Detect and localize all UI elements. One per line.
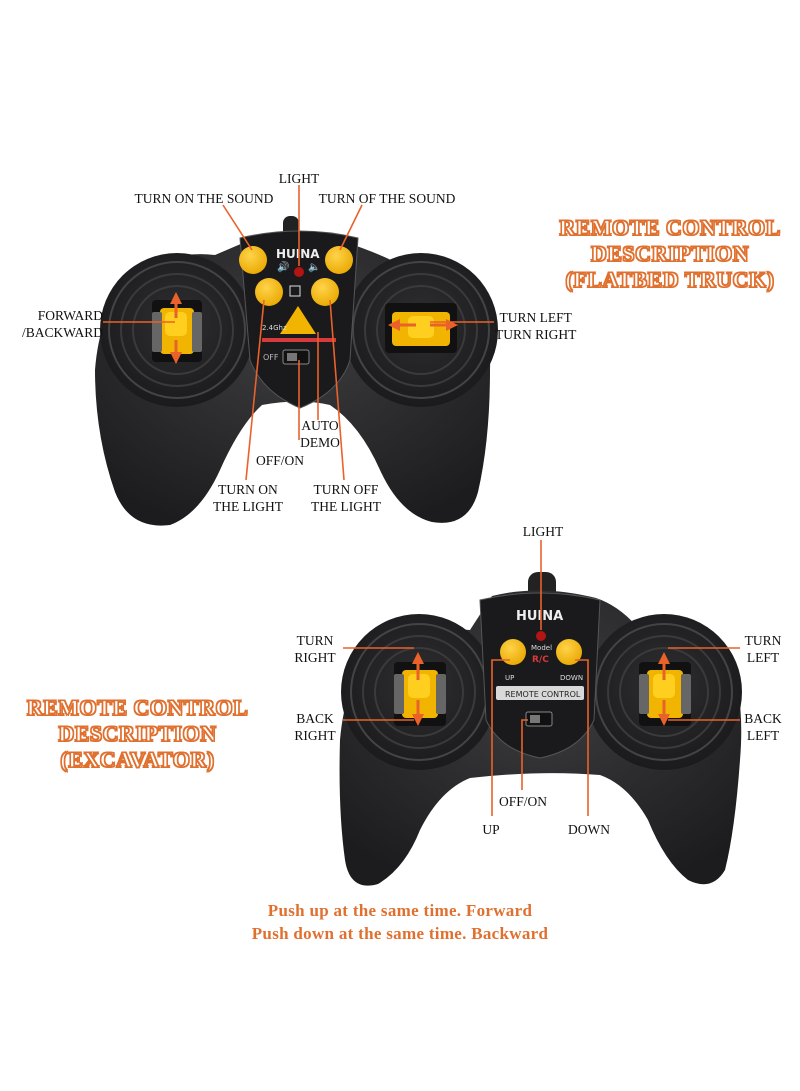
label-up: UP (482, 822, 500, 837)
label-back-right-1: BACK (296, 711, 334, 726)
label-back-left-1: BACK (744, 711, 782, 726)
right-joystick-pad (586, 614, 742, 770)
light-indicator (536, 631, 546, 641)
label-turn-left: TURN LEFT (499, 310, 572, 325)
label-turn-off-sound: TURN OF THE SOUND (318, 191, 456, 206)
label-back-left-2: LEFT (746, 728, 780, 743)
label-forward: FORWARD (37, 308, 103, 323)
label-turn-right: TURN RIGHT (495, 327, 577, 342)
note-backward: Push down at the same time. Backward (251, 924, 549, 943)
panel-text: REMOTE CONTROL (505, 690, 581, 699)
label-turn-left-2: LEFT (746, 650, 780, 665)
flatbed-title: REMOTE CONTROL DESCRIPTION (FLATBED TRUC… (545, 214, 795, 293)
label-turn-left-1: TURN (744, 633, 782, 648)
light-indicator (294, 267, 304, 277)
label-off-on: OFF/ON (255, 453, 305, 468)
excavator-title: REMOTE CONTROL DESCRIPTION (EXCAVATOR) (10, 694, 265, 773)
up-button-label: UP (505, 674, 514, 682)
light-off-button[interactable] (311, 278, 339, 306)
speaker-off-icon: 🔈 (308, 262, 320, 273)
brand-logo: HUINA (516, 609, 563, 624)
label-back-right-2: RIGHT (294, 728, 336, 743)
sound-on-button[interactable] (239, 246, 267, 274)
label-turn-right-2: RIGHT (294, 650, 336, 665)
label-back-right: BACK RIGHT (294, 710, 335, 744)
auto-demo-button[interactable] (280, 306, 316, 334)
down-button[interactable] (556, 639, 582, 665)
flatbed-title-line-3: (FLATBED TRUCK) (565, 266, 775, 292)
excavator-pointer-lines (343, 540, 740, 816)
label-light: LIGHT (278, 171, 320, 186)
flatbed-title-line-2: DESCRIPTION (590, 240, 750, 266)
model-label: Model (531, 644, 552, 652)
right-joystick-pad (344, 253, 498, 407)
down-button-label: DOWN (560, 674, 583, 682)
label-turn-right-1: TURN (296, 633, 334, 648)
label-auto-demo: AUTO DEMO (300, 417, 340, 451)
label-auto: AUTO (301, 418, 339, 433)
switch-label: OFF (263, 353, 279, 362)
label-turn-on: TURN ON (218, 482, 278, 497)
label-turn-on-light: TURN ON THE LIGHT (213, 481, 283, 515)
brand-logo: HUINA (276, 247, 320, 261)
freq-label: 2.4Ghz (262, 324, 287, 332)
label-the-light-2: THE LIGHT (310, 499, 382, 514)
label-forward-backward: FORWARD /BACKWARD (22, 307, 103, 341)
left-joystick-pad (341, 614, 497, 770)
label-down: DOWN (568, 822, 610, 837)
note-forward: Push up at the same time. Forward (267, 901, 533, 920)
label-turn-off-light: TURN OFF THE LIGHT (311, 481, 381, 515)
excavator-controller: HUINA Model R/C UP DOWN REMOTE CONTROL (339, 572, 742, 886)
excavator-title-line-1: REMOTE CONTROL (26, 694, 249, 720)
flatbed-pointer-lines (103, 185, 494, 481)
label-light-excavator: LIGHT (522, 524, 564, 539)
label-turn-right: TURN RIGHT (294, 632, 335, 666)
label-turn-left: TURN LEFT (745, 632, 782, 666)
flatbed-title-line-1: REMOTE CONTROL (559, 214, 781, 240)
label-backward: /BACKWARD (21, 325, 103, 340)
speaker-on-icon: 🔊 (277, 260, 289, 273)
flatbed-controller: HUINA 🔊 🔈 2.4Ghz OFF (95, 216, 498, 526)
excavator-title-line-3: (EXCAVATOR) (60, 746, 215, 772)
model-code: R/C (532, 655, 549, 665)
chip-icon (289, 285, 301, 297)
label-off-on-excavator: OFF/ON (498, 794, 548, 809)
label-back-left: BACK LEFT (744, 710, 782, 744)
label-the-light: THE LIGHT (212, 499, 284, 514)
label-demo: DEMO (300, 435, 340, 450)
red-stripe (262, 338, 336, 342)
left-joystick-pad (100, 253, 254, 407)
up-button[interactable] (500, 639, 526, 665)
label-turn-off: TURN OFF (313, 482, 379, 497)
light-on-button[interactable] (255, 278, 283, 306)
excavator-center-panel (479, 592, 601, 759)
label-turn-on-sound: TURN ON THE SOUND (134, 191, 274, 206)
sound-off-button[interactable] (325, 246, 353, 274)
label-turn-left-right: TURN LEFT TURN RIGHT (495, 309, 576, 343)
excavator-title-line-2: DESCRIPTION (58, 720, 217, 746)
panel-strip (496, 686, 584, 700)
